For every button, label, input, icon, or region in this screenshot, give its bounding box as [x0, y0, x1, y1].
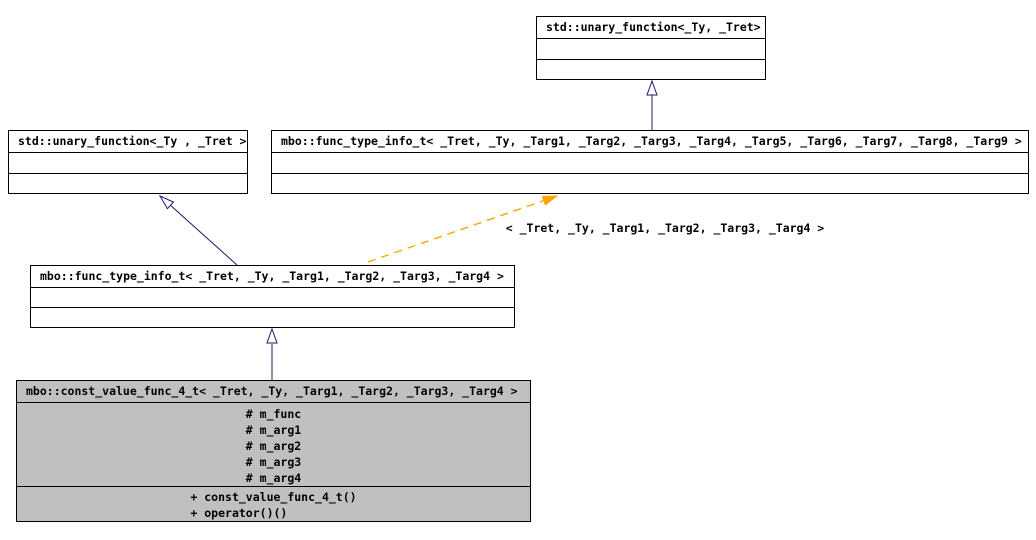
methods-compartment: + const_value_func_4_t() + operator()()	[17, 487, 530, 521]
class-node-func-type-info-9[interactable]: mbo::func_type_info_t< _Tret, _Ty, _Targ…	[271, 130, 1029, 194]
empty-compartment	[537, 60, 765, 80]
inheritance-arrow-3	[266, 327, 278, 380]
class-title[interactable]: mbo::func_type_info_t< _Tret, _Ty, _Targ…	[272, 131, 1028, 153]
method-constructor: + const_value_func_4_t()	[190, 490, 357, 504]
class-title[interactable]: mbo::const_value_func_4_t< _Tret, _Ty, _…	[17, 381, 530, 403]
attribute-m-arg4: # m_arg4	[245, 471, 302, 485]
empty-compartment	[272, 174, 1028, 194]
class-node-std-unary-function-top[interactable]: std::unary_function<_Ty, _Tret>	[536, 16, 766, 80]
class-title[interactable]: std::unary_function<_Ty , _Tret >	[9, 131, 247, 153]
empty-compartment	[31, 308, 514, 327]
empty-compartment	[9, 174, 247, 194]
class-node-func-type-info-4[interactable]: mbo::func_type_info_t< _Tret, _Ty, _Targ…	[30, 265, 515, 328]
attribute-m-arg2: # m_arg2	[245, 439, 302, 453]
inheritance-arrow-2	[158, 194, 238, 266]
empty-compartment	[31, 288, 514, 308]
attributes-compartment: # m_func # m_arg1 # m_arg2 # m_arg3 # m_…	[17, 403, 530, 487]
attribute-m-arg3: # m_arg3	[245, 455, 302, 469]
class-node-const-value-func-4-t[interactable]: mbo::const_value_func_4_t< _Tret, _Ty, _…	[16, 380, 531, 522]
class-title[interactable]: std::unary_function<_Ty, _Tret>	[537, 17, 765, 39]
class-title[interactable]: mbo::func_type_info_t< _Tret, _Ty, _Targ…	[31, 266, 514, 288]
inheritance-arrow-1	[646, 79, 658, 130]
attribute-m-arg1: # m_arg1	[245, 423, 302, 437]
empty-compartment	[9, 153, 247, 174]
method-operator-call: + operator()()	[190, 506, 288, 520]
attribute-m-func: # m_func	[245, 407, 302, 421]
class-node-std-unary-function-left[interactable]: std::unary_function<_Ty , _Tret >	[8, 130, 248, 194]
template-edge-label: < _Tret, _Ty, _Targ1, _Targ2, _Targ3, _T…	[505, 221, 825, 235]
empty-compartment	[272, 153, 1028, 174]
empty-compartment	[537, 39, 765, 60]
